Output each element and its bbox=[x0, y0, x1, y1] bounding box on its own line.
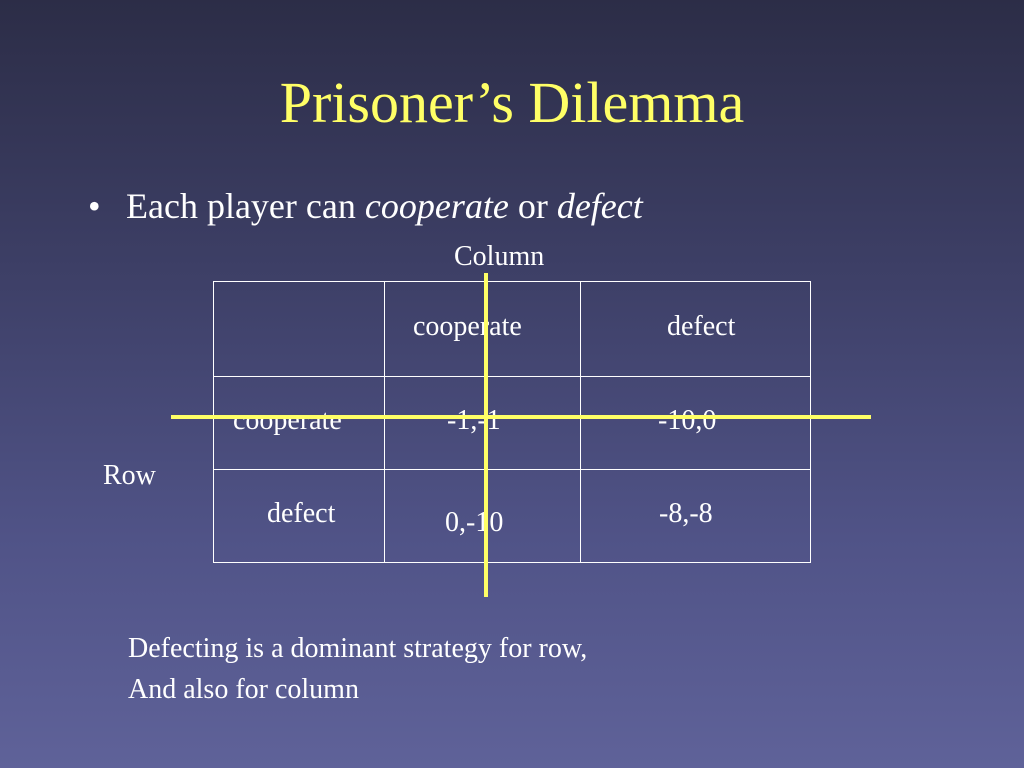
payoff-cooperate-cooperate: -1,-1 bbox=[447, 405, 501, 436]
col-header-defect: defect bbox=[667, 311, 736, 342]
table-divider-vertical-2 bbox=[580, 282, 581, 562]
note-line-2: And also for column bbox=[128, 674, 359, 705]
bullet-point: • Each player can cooperate or defect bbox=[88, 183, 643, 229]
dominant-strategy-note: Defecting is a dominant strategy for row… bbox=[128, 628, 587, 710]
payoff-defect-defect: -8,-8 bbox=[659, 498, 713, 529]
table-divider-horizontal-2 bbox=[214, 469, 810, 470]
table-divider-horizontal-1 bbox=[214, 376, 810, 377]
bullet-symbol: • bbox=[88, 186, 101, 226]
payoff-cooperate-defect: -10,0 bbox=[658, 405, 717, 436]
bullet-middle: or bbox=[508, 186, 557, 226]
slide-title: Prisoner’s Dilemma bbox=[279, 70, 745, 135]
row-header-cooperate: cooperate bbox=[233, 405, 342, 436]
row-player-label: Row bbox=[103, 460, 156, 491]
payoff-matrix: cooperate defect cooperate defect -1,-1 … bbox=[213, 281, 811, 563]
column-player-label: Column bbox=[454, 241, 545, 272]
note-line-1: Defecting is a dominant strategy for row… bbox=[128, 633, 588, 664]
row-header-defect: defect bbox=[267, 498, 336, 529]
highlight-line-vertical bbox=[484, 273, 488, 597]
bullet-prefix: Each player can bbox=[126, 186, 365, 226]
table-divider-vertical-1 bbox=[384, 282, 385, 562]
bullet-term-cooperate: cooperate bbox=[364, 186, 509, 226]
highlight-line-horizontal bbox=[171, 415, 871, 419]
col-header-cooperate: cooperate bbox=[413, 311, 522, 342]
bullet-term-defect: defect bbox=[556, 186, 643, 226]
payoff-defect-cooperate: 0,-10 bbox=[445, 507, 504, 538]
